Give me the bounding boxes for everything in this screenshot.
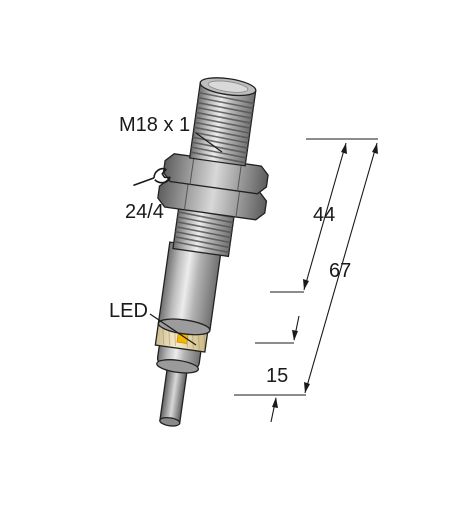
- dimension-lines: [234, 138, 378, 423]
- dim-67-label: 67: [329, 260, 351, 282]
- dim-44-label: 44: [313, 204, 335, 226]
- wrench-size-label: 24/4: [125, 201, 164, 223]
- dim-15-label: 15: [266, 365, 288, 387]
- thread-leader: [195, 132, 223, 153]
- thread-size-label: M18 x 1: [119, 114, 190, 136]
- led-label: LED: [109, 300, 148, 322]
- led-leader: [149, 313, 197, 346]
- wrench-icon: [133, 167, 171, 187]
- upper-thread: [188, 77, 257, 167]
- lower-housing: [157, 241, 223, 336]
